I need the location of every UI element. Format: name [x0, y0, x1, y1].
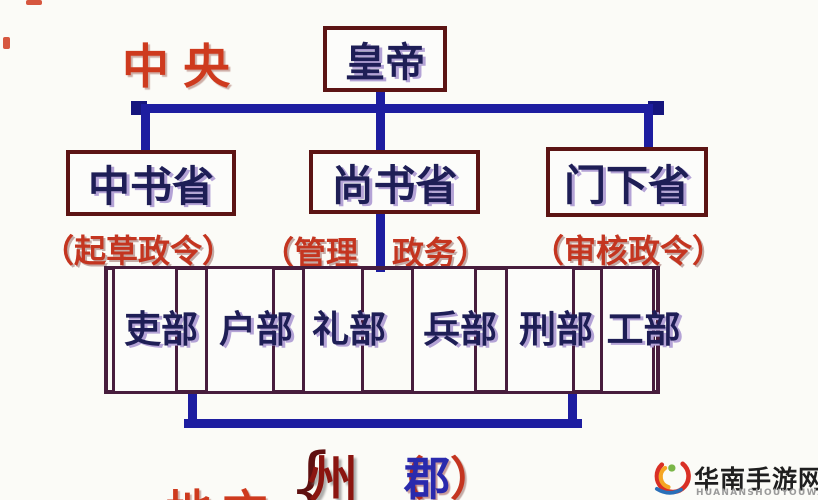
ministry-xingbu-label: 刑部: [519, 307, 593, 351]
ministry-cell-bingbu: 兵部: [411, 266, 497, 394]
ministry-bingbu-label: 兵部: [423, 307, 497, 351]
watermark-romanized: HUANANSHOUYOUWANG: [696, 488, 818, 498]
dept-zhongshusheng-label: 中书省: [87, 161, 214, 211]
emperor-box: 皇帝: [323, 26, 447, 92]
jun-paren-close: ）: [450, 452, 496, 500]
dept-shangshusheng-label: 尚书省: [331, 160, 458, 210]
bracket-horizontal: [184, 419, 582, 428]
local-region-label: 地方: [166, 476, 278, 500]
central-region-label: 中央: [122, 40, 244, 95]
ministry-lbu-label: 礼部: [312, 307, 386, 351]
connector-horizontal-rail: [139, 104, 656, 113]
ministry-cell-gongbu: 工部: [600, 266, 681, 394]
connector-to-menxia: [644, 104, 653, 154]
bracket-right-drop: [568, 394, 577, 428]
cropped-text-fragment-top: [26, 0, 42, 5]
note-shangshu-left: （管理: [262, 234, 359, 272]
ministry-hubu-label: 户部: [219, 307, 293, 351]
emperor-label: 皇帝: [345, 40, 425, 86]
zhou-label: 州: [308, 451, 358, 500]
ministry-libu-label: 吏部: [124, 307, 198, 351]
note-shangshu-right: 政务）: [392, 234, 489, 272]
watermark-site-name: 华南手游网: [694, 465, 818, 494]
watermark-logo-icon: [651, 457, 691, 500]
ministry-cell-lbu: 礼部: [302, 266, 386, 394]
jun-paren-open: （: [378, 452, 424, 500]
dept-box-menxiasheng: 门下省: [546, 147, 708, 217]
ministry-cell-libu: 吏部: [112, 266, 198, 394]
ministries-grid-outline: [104, 266, 660, 394]
ministry-gongbu-label: 工部: [606, 307, 681, 351]
ministry-cell-xingbu: 刑部: [505, 266, 593, 394]
note-menxia: （审核政令）: [532, 232, 725, 270]
local-group-brace: {: [287, 434, 335, 500]
ministry-cell-hubu: 户部: [205, 266, 293, 394]
note-zhongshu: （起草政令）: [42, 232, 235, 270]
dept-box-zhongshusheng: 中书省: [66, 150, 236, 216]
cropped-text-fragment-left: [3, 37, 10, 49]
dept-menxiasheng-label: 门下省: [563, 160, 690, 210]
jun-label: 郡: [404, 452, 450, 500]
bracket-left-drop: [188, 394, 197, 428]
connector-to-zhongshu: [141, 104, 150, 156]
dept-box-shangshusheng: 尚书省: [309, 150, 480, 214]
